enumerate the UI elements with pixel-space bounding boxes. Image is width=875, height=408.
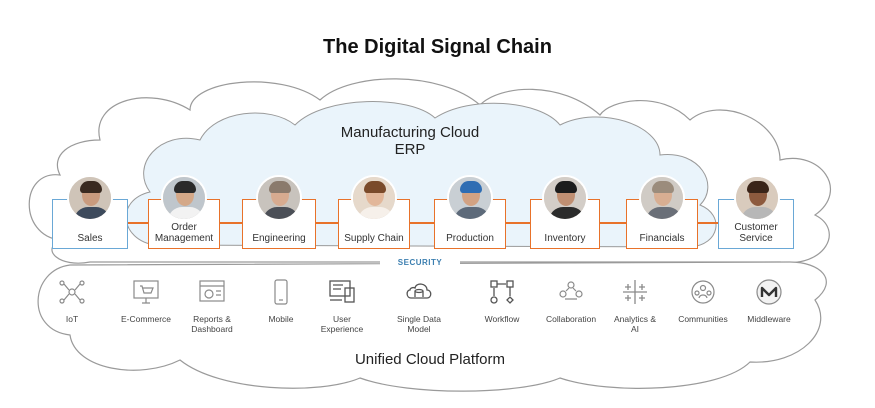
chain-node-label: Engineering — [252, 233, 306, 244]
service-workflow: Workflow — [466, 278, 538, 324]
service-mobile: Mobile — [245, 278, 317, 324]
service-label: E-Commerce — [120, 314, 172, 324]
chain-node-label: Customer Service — [734, 222, 778, 244]
security-label: SECURITY — [380, 258, 460, 267]
service-label: Middleware — [747, 314, 791, 324]
chain-node-label: Order Management — [154, 222, 214, 244]
mobile-icon — [274, 279, 288, 305]
inventory-avatar — [542, 175, 588, 221]
service-user-experience: User Experience — [306, 278, 378, 334]
engineering-avatar — [256, 175, 302, 221]
production-avatar — [447, 175, 493, 221]
workflow-icon — [490, 280, 514, 304]
service-label: Reports & Dashboard — [191, 314, 233, 334]
service-label: Single Data Model — [397, 314, 441, 334]
database-icon — [406, 283, 432, 299]
chain-node-label: Financials — [639, 233, 685, 244]
chain-link — [128, 222, 150, 224]
service-reports-dashboard: Reports & Dashboard — [176, 278, 248, 334]
sales-avatar — [67, 175, 113, 221]
middleware-icon — [756, 279, 782, 305]
service-middleware: Middleware — [733, 278, 805, 324]
order-management-avatar — [161, 175, 207, 221]
service-label: Mobile — [268, 314, 294, 324]
platform-label: Unified Cloud Platform — [354, 351, 506, 368]
customer-service-avatar — [734, 175, 780, 221]
chain-link — [410, 222, 434, 224]
financials-avatar — [639, 175, 685, 221]
service-label: User Experience — [320, 314, 364, 334]
chain-link — [600, 222, 626, 224]
supply-chain-avatar — [351, 175, 397, 221]
analytics-icon — [623, 280, 647, 304]
service-label: Analytics & AI — [613, 314, 657, 334]
service-analytics-ai: Analytics & AI — [599, 278, 671, 334]
collaboration-icon — [559, 281, 583, 300]
chain-node-customer-service: Customer Service — [718, 199, 794, 249]
service-iot: IoT — [36, 278, 108, 324]
chain-node-label: Supply Chain — [344, 233, 404, 244]
chain-node-production: Production — [434, 199, 506, 249]
communities-icon — [691, 280, 715, 304]
dashboard-icon — [199, 280, 225, 302]
service-label: Collaboration — [545, 314, 597, 324]
service-ecommerce: E-Commerce — [110, 278, 182, 324]
manufacturing-cloud-line1: Manufacturing Cloud — [340, 124, 480, 141]
manufacturing-cloud-line2: ERP — [394, 141, 426, 158]
manufacturing-cloud-title: Manufacturing Cloud ERP — [300, 124, 520, 158]
chain-link — [506, 222, 530, 224]
ecommerce-icon — [133, 280, 159, 304]
service-collaboration: Collaboration — [535, 278, 607, 324]
diagram-title: The Digital Signal Chain — [323, 36, 552, 58]
chain-node-label: Production — [446, 233, 494, 244]
iot-icon — [59, 280, 85, 304]
service-label: Workflow — [484, 314, 520, 324]
service-label: IoT — [65, 314, 79, 324]
chain-node-label: Inventory — [544, 233, 586, 244]
chain-node-label: Sales — [77, 233, 103, 244]
service-label: Communities — [678, 314, 728, 324]
chain-link — [316, 222, 338, 224]
user-experience-icon — [329, 280, 355, 303]
platform-cloud-shape — [37, 261, 827, 392]
service-single-data-model: Single Data Model — [383, 278, 455, 334]
chain-link — [220, 222, 242, 224]
chain-link — [698, 222, 720, 224]
service-communities: Communities — [667, 278, 739, 324]
